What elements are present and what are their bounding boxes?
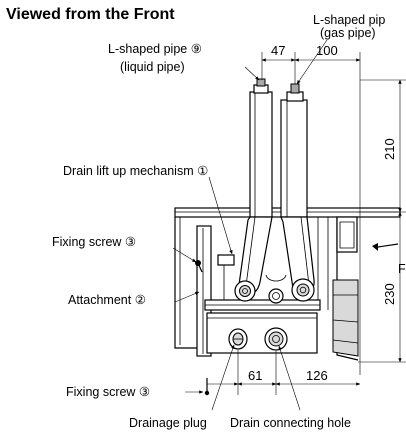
- drain-lift-mechanism: [217, 254, 235, 300]
- page-title: Viewed from the Front: [6, 6, 175, 23]
- right-screw-shape: [372, 243, 399, 251]
- fixing-screw-lower-shape: [204, 378, 210, 396]
- gas-pipe: [280, 83, 315, 302]
- gas-pipe-label-line1: L-shaped pip: [313, 13, 385, 27]
- dim-230: 230: [382, 283, 397, 305]
- fixing-screw-upper-shape: [195, 260, 203, 273]
- attachment-label: Attachment ②: [68, 293, 146, 307]
- drain-hole-label: Drain connecting hole: [230, 416, 351, 430]
- gas-pipe-label-line2: (gas pipe): [320, 26, 376, 40]
- drainage-plug-label: Drainage plug: [129, 416, 207, 430]
- dim-61: 61: [248, 368, 262, 383]
- liquid-pipe-label-line1: L-shaped pipe ⑨: [108, 42, 202, 56]
- leader-lines: [172, 39, 328, 411]
- dimension-lines: [207, 52, 406, 395]
- liquid-pipe: [234, 78, 273, 302]
- dim-47: 47: [271, 43, 285, 58]
- drain-pan: [206, 312, 318, 354]
- liquid-pipe-label-line2: (liquid pipe): [120, 60, 185, 74]
- center-fitting: [265, 274, 287, 304]
- fixing-screw-upper-label: Fixing screw ③: [52, 235, 136, 249]
- dim-126: 126: [306, 368, 328, 383]
- edge-letter: F: [398, 262, 406, 276]
- dim-210: 210: [382, 138, 397, 160]
- dim-100: 100: [316, 43, 338, 58]
- drain-lift-label: Drain lift up mechanism ①: [63, 164, 208, 178]
- fixing-screw-lower-label: Fixing screw ③: [66, 385, 150, 399]
